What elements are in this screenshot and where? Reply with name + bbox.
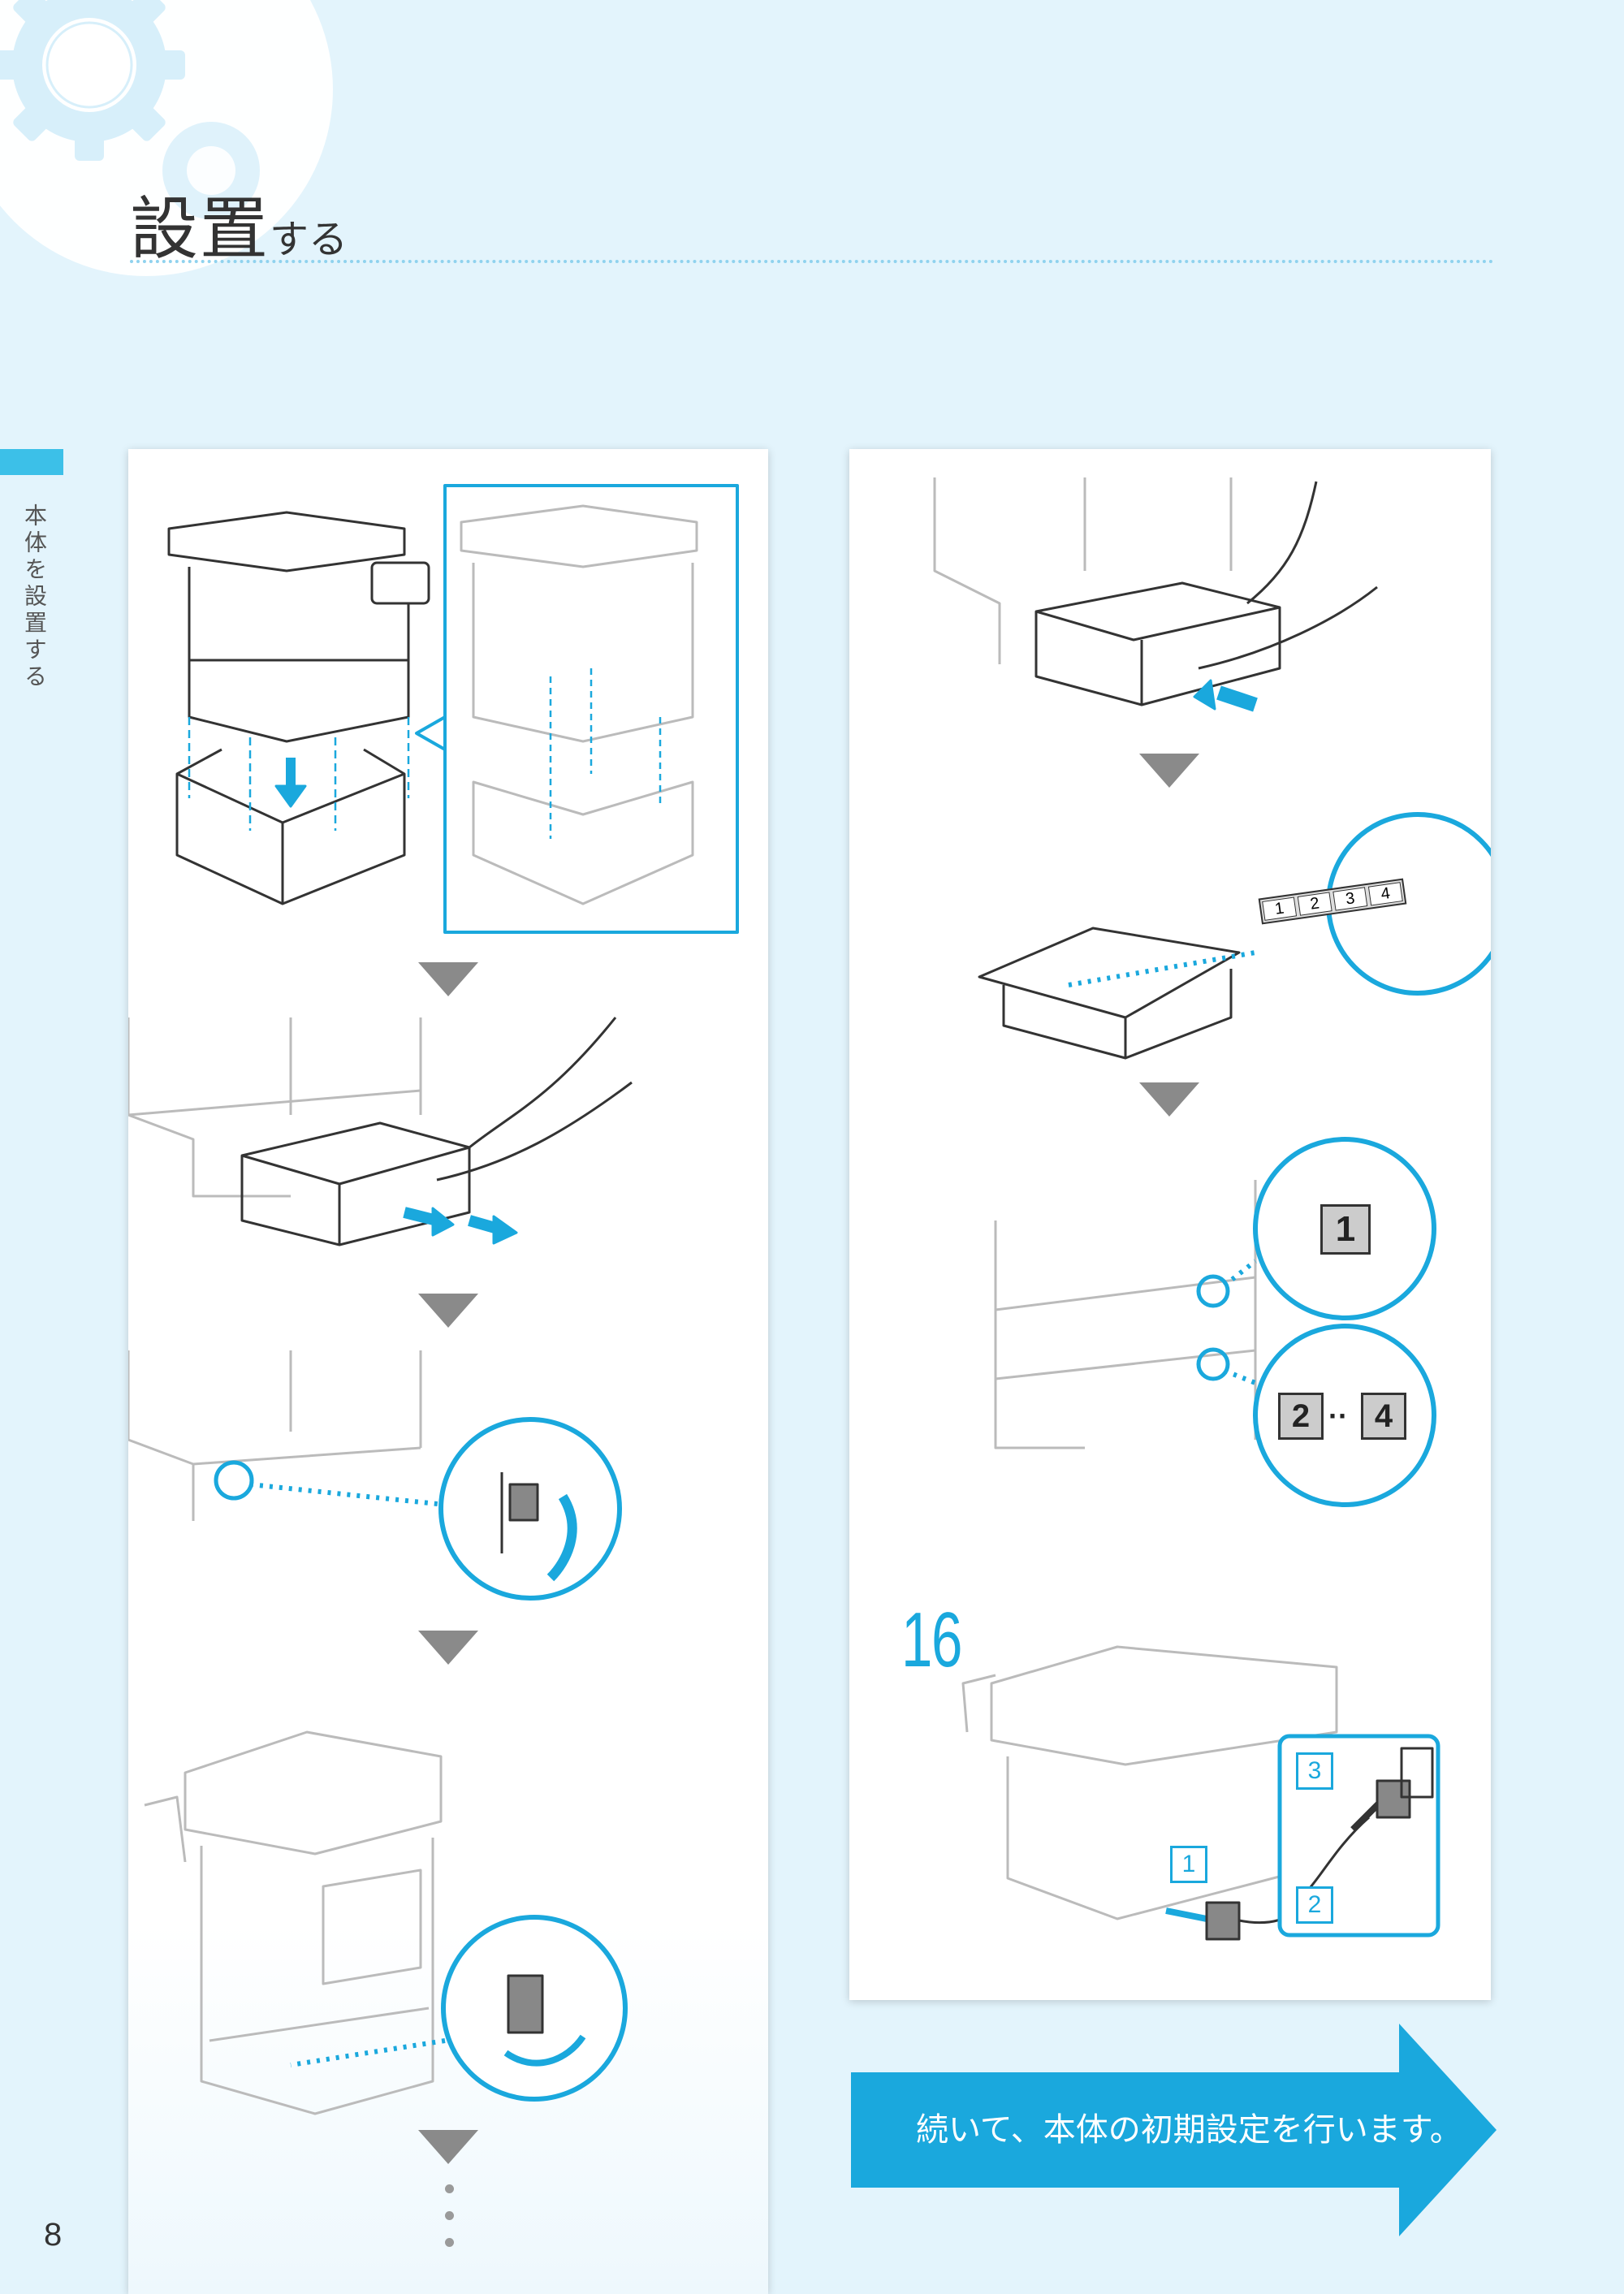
power-step-1-label: 1 — [1170, 1846, 1207, 1883]
gear-decoration-icon — [0, 0, 333, 276]
left-instruction-panel — [128, 449, 768, 2294]
down-arrow-icon — [1139, 1082, 1199, 1117]
tray-label-2: 2 — [1297, 892, 1332, 916]
down-arrow-icon — [1139, 754, 1199, 788]
next-step-text: 続いて、本体の初期設定を行います。 — [916, 2111, 1462, 2149]
section-tab-label: 本体を設置する — [21, 503, 48, 691]
tray-label-3: 3 — [1332, 887, 1368, 911]
down-arrow-icon — [418, 1631, 478, 1665]
tray-label-1: 1 — [1262, 896, 1298, 921]
next-step-arrow-icon — [851, 2024, 1497, 2236]
header-divider — [130, 260, 1494, 263]
tray-label-4: 4 — [1367, 882, 1403, 906]
tray-label-range-dots: ·· — [1328, 1399, 1348, 1432]
page-number: 8 — [44, 2217, 63, 2253]
tray-label-one-badge: 1 — [1320, 1204, 1371, 1255]
tray-label-two-badge: 2 — [1278, 1393, 1324, 1440]
left-illustrations — [128, 484, 739, 2115]
section-tab-marker — [0, 449, 63, 475]
page-title-main: 設置 — [130, 189, 270, 269]
step-number: 16 — [901, 1596, 962, 1683]
printer-illustration-icon — [167, 511, 430, 905]
page-title: 設置する — [130, 175, 348, 273]
power-step-3-label: 3 — [1296, 1752, 1333, 1790]
right-illustrations — [933, 477, 1491, 1941]
down-arrow-icon — [418, 1294, 478, 1328]
power-step-2-label: 2 — [1296, 1886, 1333, 1924]
down-arrow-icon — [418, 962, 478, 996]
right-instruction-panel: 1 2 3 4 1 2 ·· 4 1 2 3 — [849, 449, 1491, 2000]
continuation-dots-icon — [445, 2184, 454, 2265]
page-title-suffix: する — [270, 217, 348, 262]
down-arrow-icon — [418, 2130, 478, 2164]
tray-label-four-badge: 4 — [1361, 1393, 1406, 1440]
